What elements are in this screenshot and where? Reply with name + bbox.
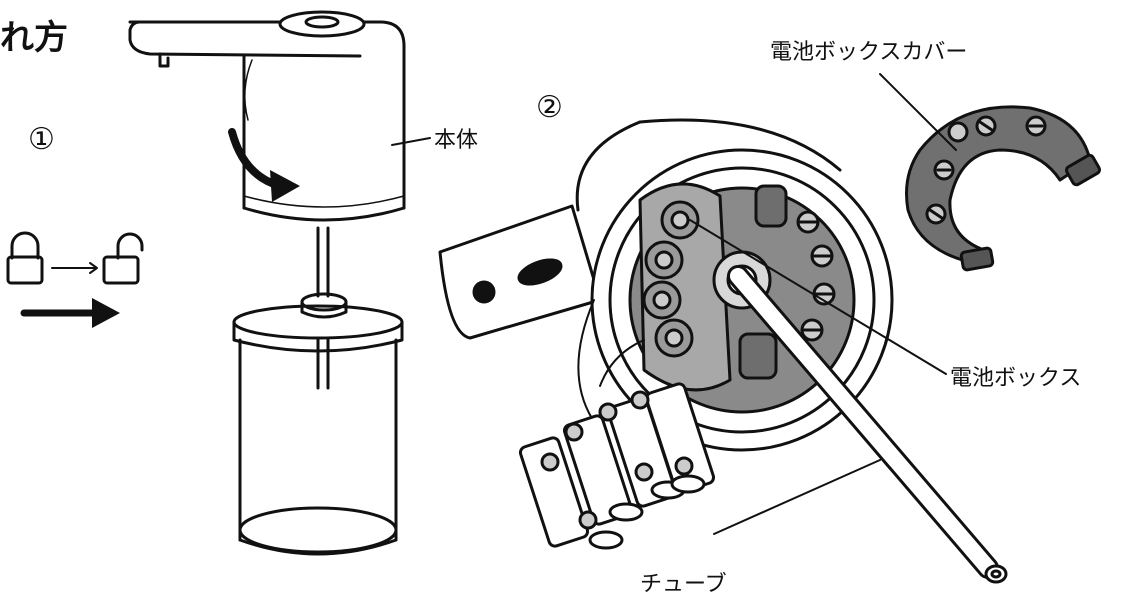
battery-box-leader (689, 219, 947, 375)
battery-box-cover-label: 電池ボックスカバー (770, 40, 968, 65)
batteries (518, 382, 716, 550)
unit-body (438, 118, 1008, 584)
step-one-marker: ① (28, 122, 55, 157)
bottle (232, 226, 404, 556)
main-body-label: 本体 (434, 128, 479, 153)
title-fragment: れ方 (0, 18, 68, 58)
curved-arrow-icon (228, 128, 300, 202)
tube-leader (713, 459, 881, 535)
main-body-leader (391, 137, 431, 146)
step-two-marker: ② (536, 90, 563, 125)
dispenser-head (128, 10, 406, 222)
arrow-right-icon (20, 298, 120, 328)
lock-closed-icon (6, 231, 44, 285)
battery-box-label: 電池ボックス (950, 366, 1082, 391)
cover-leader (879, 73, 957, 151)
tube-label: チューブ (640, 572, 727, 597)
battery-box-cover (905, 105, 1102, 272)
lock-connector-head (89, 262, 98, 274)
lock-open-icon (102, 232, 144, 285)
